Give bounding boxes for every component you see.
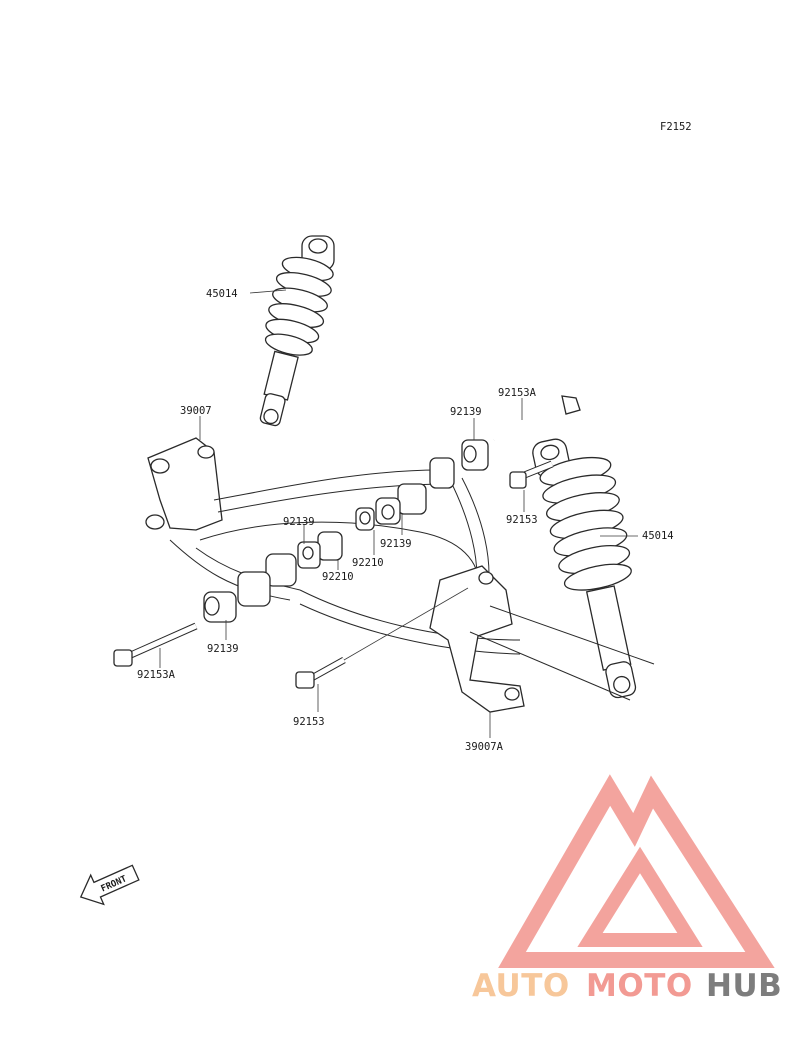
bolt-top [493, 395, 581, 442]
bolt-right-small [509, 460, 554, 489]
leader-lines [159, 289, 638, 738]
front-direction-arrow: FRONT [79, 864, 140, 906]
callout-92139-top: 92139 [450, 406, 482, 418]
logo-text-hub: HUB [706, 968, 782, 1004]
shock-absorber-upper [259, 235, 335, 427]
callout-92139-left: 92139 [207, 643, 239, 655]
swing-arm-frame [145, 437, 655, 713]
callout-45014-upper: 45014 [206, 288, 238, 300]
shock-absorber-right [532, 438, 637, 699]
callout-92210-b: 92210 [322, 571, 354, 583]
callout-92139-mid-a: 92139 [283, 516, 315, 528]
callout-92139-mid-b: 92139 [380, 538, 412, 550]
automotohub-logo: AUTO MOTO HUB [472, 774, 782, 1004]
callout-92153-right: 92153 [506, 514, 538, 526]
figure-code: F2152 [660, 121, 692, 133]
callout-92153-bottom: 92153 [293, 716, 325, 728]
bushing-set [203, 439, 489, 623]
callout-92153A-left: 92153A [137, 669, 176, 681]
logo-text-moto: MOTO [586, 968, 693, 1004]
callout-39007A: 39007A [465, 741, 504, 753]
bolt-left [113, 622, 198, 667]
callout-45014-right: 45014 [642, 530, 674, 542]
callout-39007: 39007 [180, 405, 212, 417]
callout-92210-a: 92210 [352, 557, 384, 569]
bolt-bottom [295, 656, 346, 689]
callout-92153A-top: 92153A [498, 387, 537, 399]
logo-text-auto: AUTO [472, 968, 570, 1004]
